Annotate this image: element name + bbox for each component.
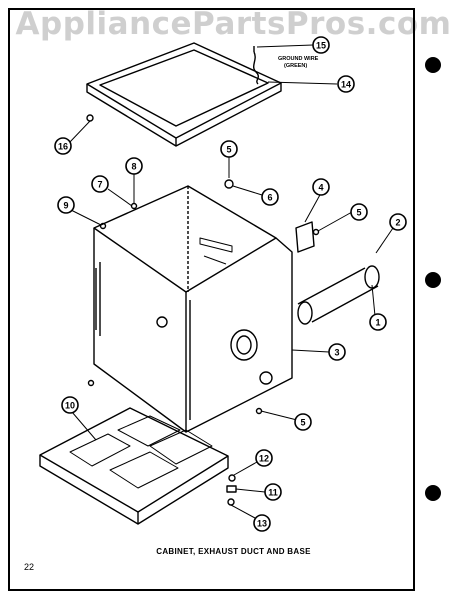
page-number: 22 <box>24 562 35 572</box>
svg-text:13: 13 <box>257 519 267 529</box>
diagram-caption: CABINET, EXHAUST DUCT AND BASE <box>156 547 311 556</box>
svg-text:5: 5 <box>356 208 361 218</box>
callout-5-bottom: 5 <box>294 413 312 431</box>
exhaust-duct <box>297 265 380 325</box>
binder-hole-middle <box>425 272 441 288</box>
callout-13: 13 <box>253 514 271 532</box>
callout-10: 10 <box>61 396 79 414</box>
callout-7: 7 <box>91 175 109 193</box>
watermark: AppliancePartsPros.com <box>15 6 452 42</box>
binder-hole-top <box>425 57 441 73</box>
ground-wire-label: GROUND WIRE <box>278 56 319 62</box>
svg-text:8: 8 <box>131 162 136 172</box>
svg-text:4: 4 <box>318 183 323 193</box>
callout-11: 11 <box>264 483 282 501</box>
callout-9: 9 <box>57 196 75 214</box>
callout-14: 14 <box>337 75 355 93</box>
svg-text:12: 12 <box>259 454 269 464</box>
binder-hole-bottom <box>425 485 441 501</box>
svg-text:5: 5 <box>226 145 231 155</box>
callout-6: 6 <box>261 188 279 206</box>
svg-text:15: 15 <box>316 41 326 51</box>
callout-15: 15 <box>312 36 330 54</box>
callout-1: 1 <box>369 313 387 331</box>
svg-text:6: 6 <box>267 193 272 203</box>
callout-12: 12 <box>255 449 273 467</box>
svg-text:14: 14 <box>341 80 351 90</box>
top-panel <box>86 42 282 147</box>
ground-wire <box>253 46 259 85</box>
base <box>39 407 229 525</box>
callout-2: 2 <box>389 213 407 231</box>
svg-text:2: 2 <box>395 218 400 228</box>
callout-4: 4 <box>312 178 330 196</box>
svg-text:11: 11 <box>268 488 278 498</box>
svg-text:5: 5 <box>300 418 305 428</box>
bracket <box>295 221 315 253</box>
ground-wire-color-label: (GREEN) <box>284 63 307 69</box>
diagram-frame <box>8 8 415 591</box>
callout-8: 8 <box>125 157 143 175</box>
svg-text:16: 16 <box>58 142 68 152</box>
callout-5-right: 5 <box>350 203 368 221</box>
callout-3: 3 <box>328 343 346 361</box>
svg-text:3: 3 <box>334 348 339 358</box>
cabinet <box>93 185 293 433</box>
callout-16: 16 <box>54 137 72 155</box>
svg-text:10: 10 <box>65 401 75 411</box>
svg-text:7: 7 <box>97 180 102 190</box>
callout-5-top: 5 <box>220 140 238 158</box>
svg-text:9: 9 <box>63 201 68 211</box>
svg-text:1: 1 <box>375 318 380 328</box>
